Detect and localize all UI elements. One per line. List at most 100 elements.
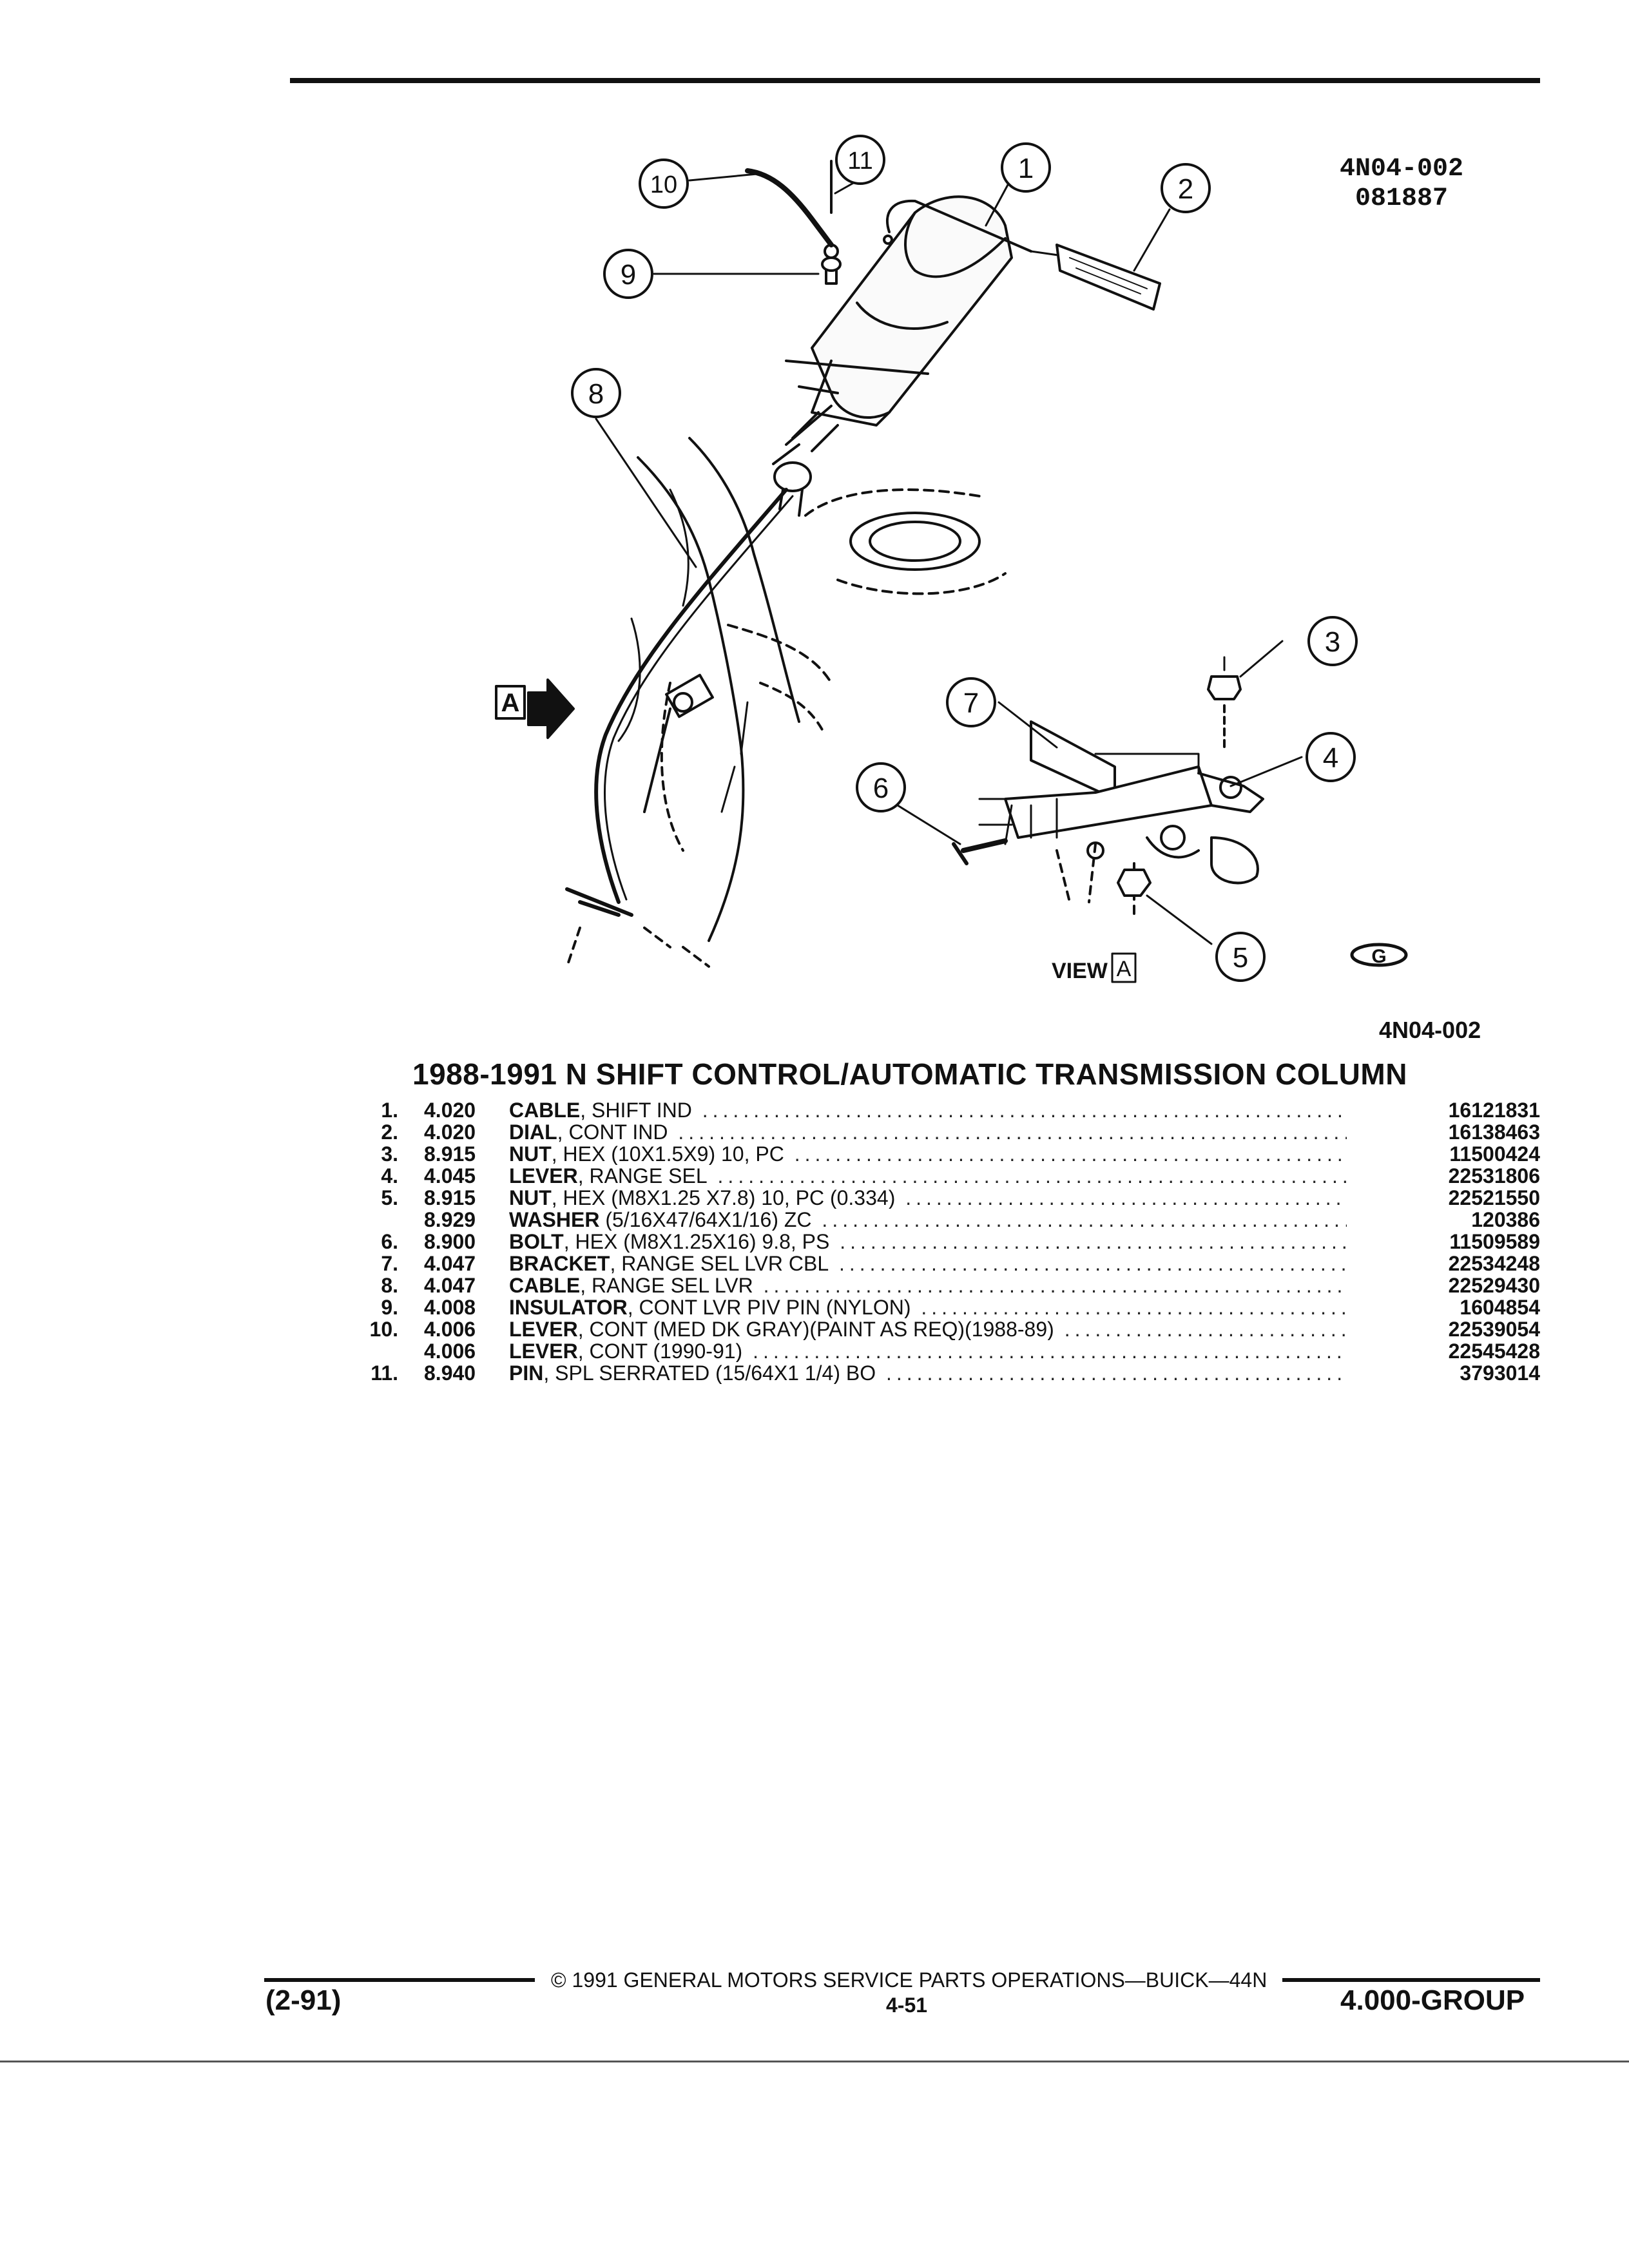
callout-label-9: 9 (621, 259, 636, 291)
table-row: 10. 4.006 LEVER, CONT (MED DK GRAY)(PAIN… (348, 1318, 1540, 1340)
part-name: CABLE (509, 1274, 581, 1296)
part-name: WASHER (509, 1209, 600, 1231)
part-description: INSULATOR, CONT LVR PIV PIN (NYLON) ....… (509, 1296, 1347, 1318)
item-number: 6. (381, 1230, 398, 1253)
part-name: LEVER (509, 1318, 578, 1340)
hex-bolt (952, 838, 1008, 865)
part-detail: , HEX (10X1.5X9) 10, PC (551, 1143, 784, 1165)
footer-revision: (2-91) (265, 1984, 342, 2016)
callout-label-5: 5 (1233, 942, 1248, 974)
dot-leader: ........................................… (753, 1340, 1347, 1362)
group-number: 4.045 (424, 1164, 476, 1187)
part-detail: , CONT (1990-91) (577, 1340, 743, 1362)
part-name: LEVER (509, 1340, 578, 1362)
table-row: 9. 4.008 INSULATOR, CONT LVR PIV PIN (NY… (348, 1296, 1540, 1318)
footer-copyright: © 1991 GENERAL MOTORS SERVICE PARTS OPER… (551, 1968, 1268, 1992)
part-detail: , CONT IND (557, 1121, 668, 1143)
steering-column (772, 195, 1013, 517)
parts-list: 1. 4.020 CABLE, SHIFT IND ..............… (348, 1099, 1540, 1384)
table-row: 8. 4.047 CABLE, RANGE SEL LVR ..........… (348, 1274, 1540, 1296)
callout-2 (1161, 163, 1211, 213)
group-number: 4.006 (424, 1318, 476, 1341)
part-number: 1604854 (1460, 1296, 1540, 1319)
part-description: LEVER, CONT (1990-91) ..................… (509, 1340, 1347, 1362)
callout-labels: 1 2 3 4 5 6 7 8 9 10 11 (588, 148, 1340, 974)
part-description: CABLE, RANGE SEL LVR ...................… (509, 1274, 1347, 1296)
dot-leader: ........................................… (763, 1274, 1347, 1296)
callout-1 (1001, 142, 1051, 193)
group-number: 4.020 (424, 1099, 476, 1122)
dot-leader: ........................................… (839, 1253, 1347, 1274)
view-a-label-text: VIEW (1052, 959, 1108, 983)
part-number: 22545428 (1448, 1340, 1540, 1363)
item-number: 9. (381, 1296, 398, 1319)
item-number: 10. (369, 1318, 398, 1341)
callout-label-10: 10 (650, 171, 677, 198)
part-number: 22521550 (1448, 1186, 1540, 1209)
dot-leader: ........................................… (840, 1231, 1347, 1253)
item-number: 3. (381, 1142, 398, 1166)
part-name: NUT (509, 1187, 552, 1209)
item-number: 1. (381, 1099, 398, 1122)
group-number: 8.900 (424, 1230, 476, 1253)
callout-label-1: 1 (1018, 153, 1034, 184)
part-description: PIN, SPL SERRATED (15/64X1 1/4) BO .....… (509, 1362, 1347, 1384)
dot-leader: ........................................… (921, 1296, 1347, 1318)
part-number: 120386 (1471, 1208, 1540, 1231)
item-number: 8. (381, 1274, 398, 1297)
table-row: 5. 8.915 NUT, HEX (M8X1.25 X7.8) 10, PC … (348, 1187, 1540, 1209)
item-number: 2. (381, 1120, 398, 1144)
callout-label-11: 11 (847, 148, 872, 175)
part-detail: , RANGE SEL (577, 1165, 708, 1187)
group-number: 4.006 (424, 1340, 476, 1363)
callout-9 (603, 249, 653, 299)
callout-8 (571, 368, 621, 418)
callout-6 (856, 762, 906, 812)
dot-leader: ........................................… (886, 1362, 1347, 1384)
dot-leader: ........................................… (702, 1099, 1347, 1121)
dot-leader: ........................................… (1064, 1318, 1347, 1340)
dot-leader: ........................................… (905, 1187, 1347, 1209)
callout-label-3: 3 (1325, 626, 1340, 658)
part-description: BRACKET, RANGE SEL LVR CBL .............… (509, 1253, 1347, 1274)
indicator-dial (1055, 244, 1161, 311)
view-a-arrow-letter: A (501, 689, 520, 717)
part-number: 11509589 (1449, 1230, 1540, 1253)
table-row: 8.929 WASHER (5/16X47/64X1/16) ZC ......… (348, 1209, 1540, 1231)
part-detail: , HEX (M8X1.25 X7.8) 10, PC (0.334) (551, 1187, 896, 1209)
part-number: 22539054 (1448, 1318, 1540, 1341)
footer-rule-right (1282, 1978, 1540, 1982)
callout-label-8: 8 (588, 378, 604, 410)
group-number: 4.008 (424, 1296, 476, 1319)
part-description: DIAL, CONT IND .........................… (509, 1121, 1347, 1143)
dot-leader: ........................................… (678, 1121, 1347, 1143)
diagram-id-line2: 081887 (1354, 184, 1449, 213)
callout-label-2: 2 (1178, 173, 1193, 205)
figure-code: 4N04-002 (1379, 1017, 1481, 1043)
table-row: 11. 8.940 PIN, SPL SERRATED (15/64X1 1/4… (348, 1362, 1540, 1384)
division-mark-letter: G (1371, 946, 1386, 967)
footer-group: 4.000-GROUP (1340, 1984, 1525, 2016)
leader-lines (595, 173, 1303, 945)
callout-label-6: 6 (873, 773, 889, 804)
part-detail: , CONT (MED DK GRAY)(PAINT AS REQ)(1988-… (577, 1318, 1054, 1340)
group-number: 4.047 (424, 1252, 476, 1275)
part-name: PIN (509, 1362, 544, 1384)
exploded-view-diagram: 1 2 3 4 5 6 7 8 9 10 11 A VIEW A G (495, 135, 1408, 983)
callout-11 (835, 135, 885, 185)
part-number: 22529430 (1448, 1274, 1540, 1297)
table-row: 6. 8.900 BOLT, HEX (M8X1.25X16) 9.8, PS … (348, 1231, 1540, 1253)
hex-nut (1207, 656, 1242, 752)
part-description: BOLT, HEX (M8X1.25X16) 9.8, PS .........… (509, 1231, 1347, 1253)
callout-10 (639, 159, 689, 209)
body-structure (565, 437, 1007, 968)
part-number: 3793014 (1460, 1361, 1540, 1385)
part-name: LEVER (509, 1165, 578, 1187)
division-mark: G (1350, 943, 1408, 967)
item-number: 5. (381, 1186, 398, 1209)
top-rule (290, 78, 1540, 83)
dot-leader: ........................................… (794, 1143, 1347, 1165)
part-number: 22531806 (1448, 1164, 1540, 1187)
group-number: 8.929 (424, 1208, 476, 1231)
range-select-cable (594, 488, 794, 904)
